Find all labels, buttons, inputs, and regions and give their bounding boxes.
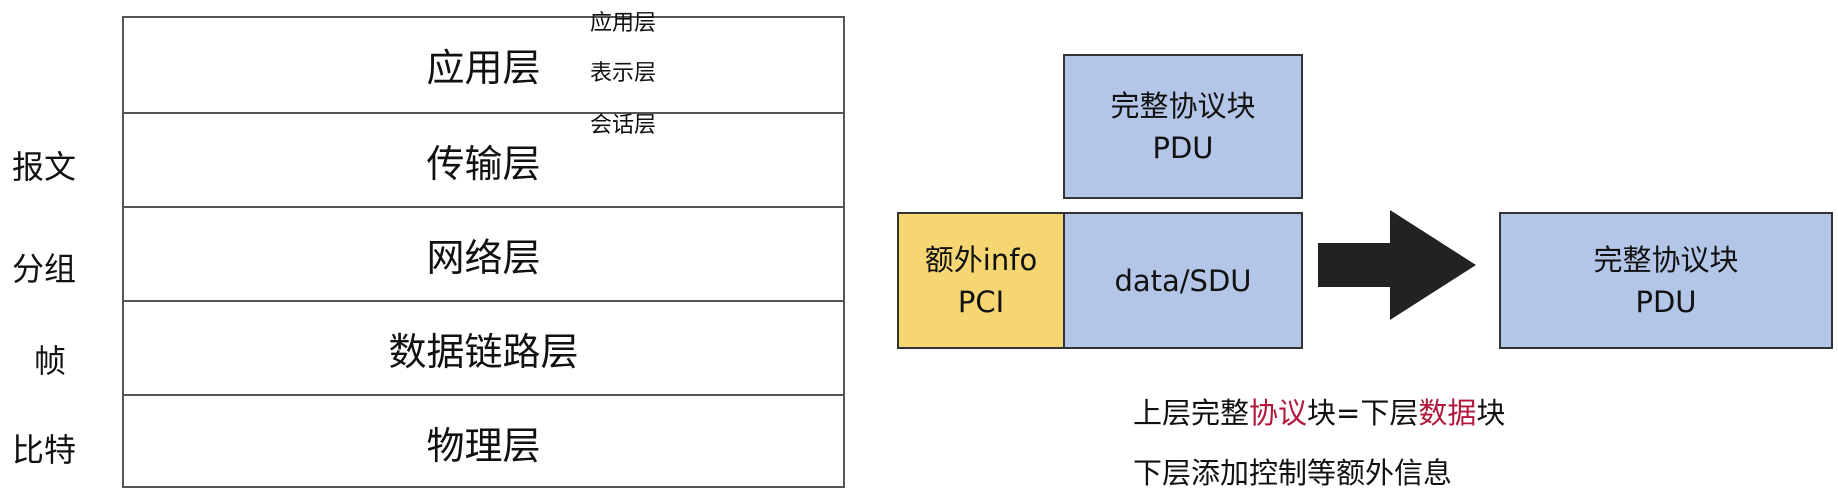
layer-divider: [124, 394, 843, 396]
osi-layer-stack: 应用层 传输层 网络层 数据链路层 物理层: [122, 16, 845, 488]
layer-data-link: 数据链路层: [124, 302, 843, 395]
note-highlight-protocol: 协议: [1249, 396, 1308, 430]
right-arrow-icon: [1318, 210, 1476, 320]
upper-pdu-line1: 完整协议块: [1110, 88, 1256, 123]
note-text: 块: [1307, 396, 1337, 430]
layer-physical: 物理层: [124, 396, 843, 489]
note-highlight-data: 数据: [1418, 396, 1477, 430]
sublayer-session: 会话层: [590, 113, 657, 138]
layer-divider: [124, 206, 843, 208]
pci-line2: PCI: [957, 284, 1005, 319]
sdu-box: data/SDU: [1063, 212, 1303, 349]
upper-pdu-line2: PDU: [1152, 130, 1214, 165]
result-pdu-box: 完整协议块 PDU: [1499, 212, 1833, 349]
result-pdu-line1: 完整协议块: [1593, 242, 1739, 277]
pci-line1: 额外info: [924, 242, 1038, 277]
note-text: 块: [1476, 396, 1506, 430]
sdu-label: data/SDU: [1114, 263, 1252, 298]
note-equals: =: [1336, 396, 1361, 430]
layer-divider: [124, 300, 843, 302]
sublayer-presentation: 表示层: [590, 61, 657, 86]
layer-data-link-label: 数据链路层: [388, 330, 579, 374]
pci-box: 额外info PCI: [897, 212, 1065, 349]
upper-pdu-box: 完整协议块 PDU: [1063, 54, 1303, 199]
note-text: 下层: [1360, 396, 1419, 430]
layer-transport-label: 传输层: [426, 142, 541, 186]
layer-network: 网络层: [124, 208, 843, 301]
result-pdu-line2: PDU: [1635, 284, 1697, 319]
layer-network-label: 网络层: [426, 236, 541, 280]
layer-divider: [124, 112, 843, 114]
note-line-2: 下层添加控制等额外信息: [1133, 456, 1453, 490]
note-text: 上层完整: [1133, 396, 1250, 430]
sublayer-application: 应用层: [590, 11, 657, 36]
layer-application-label: 应用层: [426, 46, 541, 90]
pdu-name-packet: 分组: [12, 250, 77, 288]
pdu-name-frame: 帧: [34, 342, 67, 380]
note-line-1: 上层完整协议块=下层数据块: [1133, 390, 1505, 432]
pdu-name-message: 报文: [12, 148, 77, 186]
layer-application: 应用层: [124, 18, 843, 111]
pdu-name-bit: 比特: [12, 431, 77, 469]
layer-physical-label: 物理层: [426, 424, 541, 468]
layer-transport: 传输层: [124, 114, 843, 207]
